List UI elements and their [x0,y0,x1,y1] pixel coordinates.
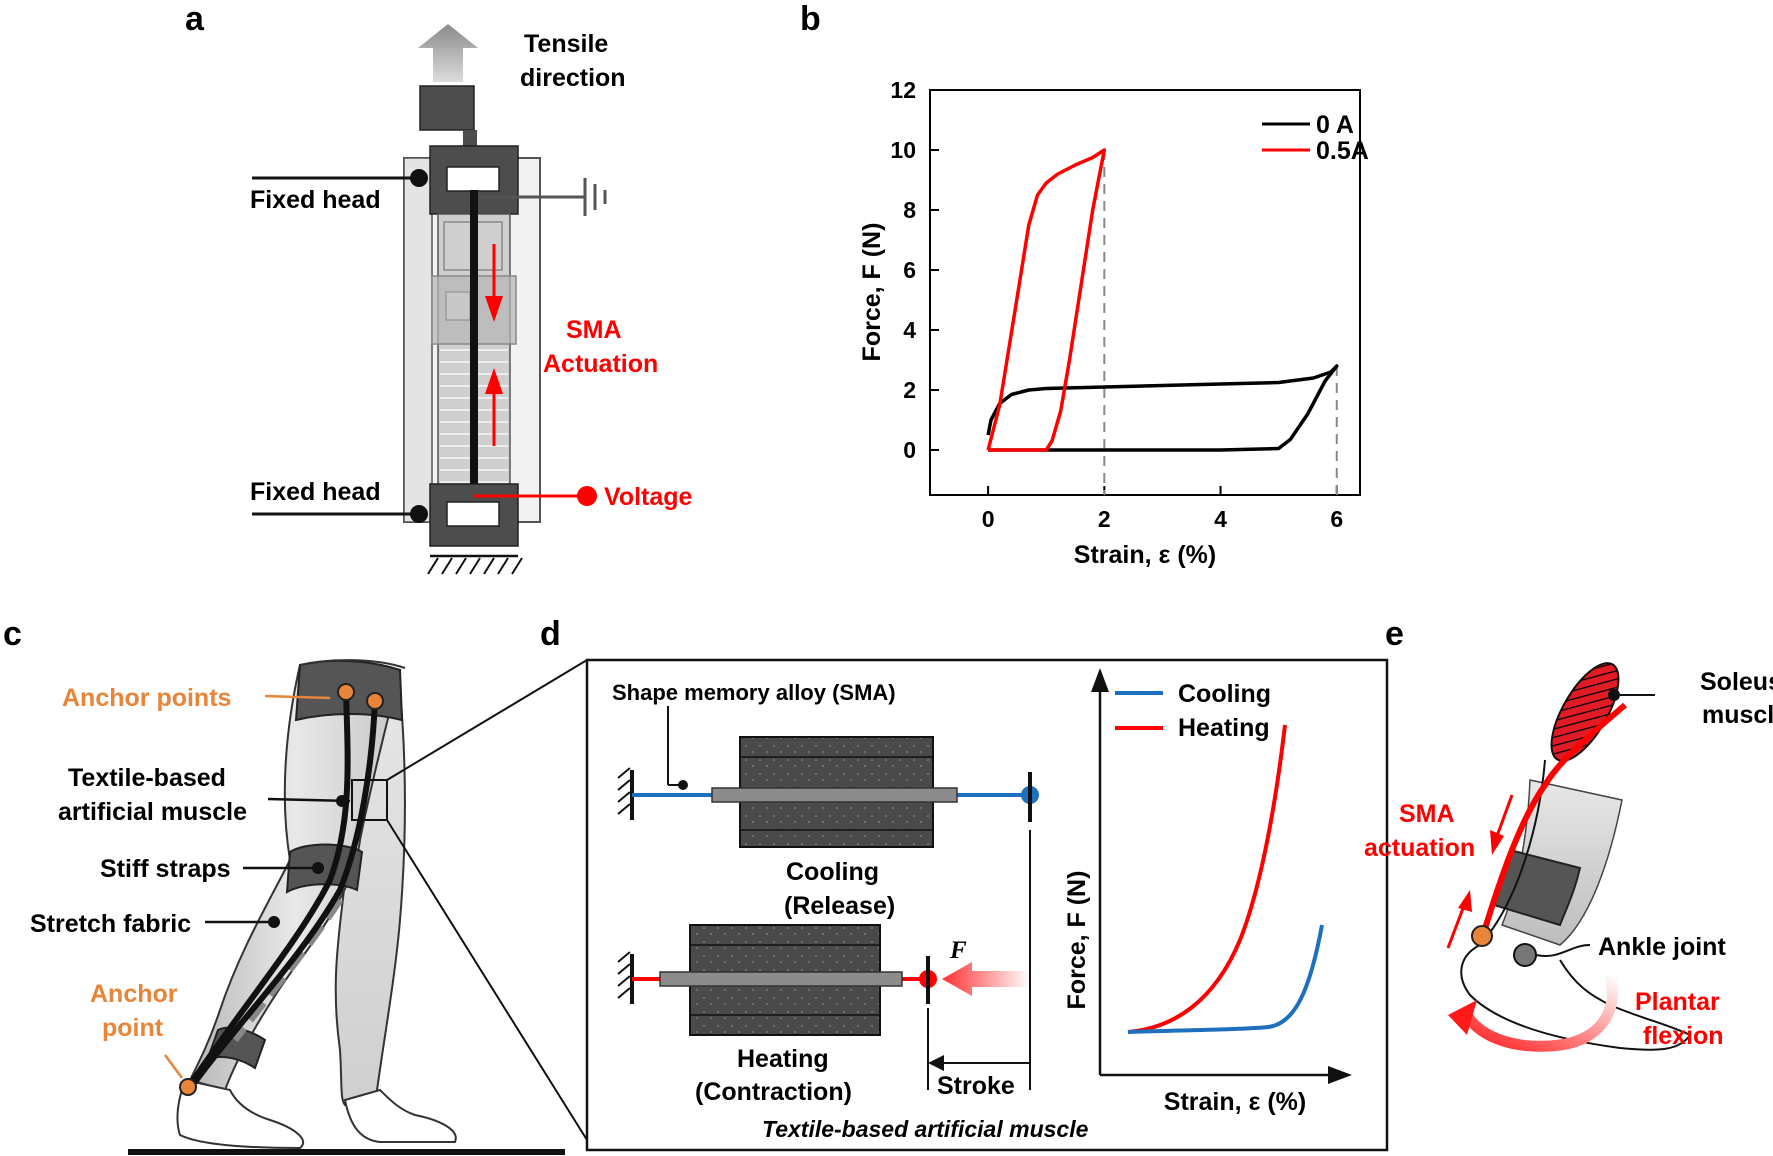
tensile-label-line2: direction [520,64,626,92]
force-symbol: F [949,937,967,964]
series-line-1 [986,148,1107,452]
fixed-head-top-pin-icon [410,169,428,187]
x-tick-label-1: 2 [1098,506,1111,532]
cooling-state-diagram: Shape memory alloy (SMA) Cooling (Releas… [612,680,1039,920]
plantar-flexion-line1: Plantar [1635,988,1720,1016]
panel-d-diagram: Shape memory alloy (SMA) Cooling (Releas… [585,658,1389,1152]
plantar-arrowhead-icon [1448,1000,1477,1035]
chart-legend: 0 A 0.5A [1262,111,1369,165]
x-tick-label-0: 0 [982,506,995,532]
fixed-head-bottom-pin-icon [410,505,428,523]
panel-letter-c: c [3,615,22,653]
legend-heating: Heating [1178,714,1270,742]
fixed-head-top-label: Fixed head [250,186,381,214]
fixed-head-bottom-label: Fixed head [250,478,381,506]
sma-wire-e [1480,702,1627,936]
panel-letter-d: d [540,615,561,653]
textile-muscle-label-line2: artificial muscle [58,798,247,826]
top-clamp-block [419,85,475,131]
y-tick-label-2: 4 [903,317,916,343]
chart-ticks: 0 2 4 6 0 2 4 6 8 10 12 [890,77,1343,532]
panel-e-diagram: Soleus muscle SMA actuation Ankle joint … [1364,662,1773,1052]
stroke-dimension: Stroke [927,830,1031,1100]
soleus-label-line2: muscle [1702,701,1773,729]
anchor-point-e-icon [1471,925,1493,947]
panel-a-diagram: Tensile direction Fixed head Fixed head … [250,24,693,575]
sma-actuation-label-line2: Actuation [543,350,658,378]
panel-c-diagram: Anchor points Textile-based artificial m… [30,659,588,1155]
tensile-label-line1: Tensile [524,30,608,58]
x-tick-label-3: 6 [1330,506,1343,532]
stiff-straps-label: Stiff straps [100,855,231,883]
inset-ylabel: Force, F (N) [1063,871,1091,1010]
textile-muscle-2 [189,699,378,1088]
stroke-label: Stroke [937,1072,1015,1100]
tensile-arrow-icon [418,24,478,82]
panel-letter-a: a [185,0,205,38]
panel-letter-e: e [1385,615,1404,653]
textile-muscle-label-line1: Textile-based [68,764,226,792]
voltage-label: Voltage [604,483,693,511]
anchor-point-label-line2: point [102,1014,164,1042]
heating-label-line1: Heating [737,1045,829,1073]
muscle-zoom-box [351,779,388,821]
ankle-joint-icon [1513,943,1537,967]
x-tick-label-2: 4 [1214,506,1227,532]
chart-ylabel: Force, F (N) [858,223,886,362]
soleus-label-line1: Soleus [1700,668,1773,696]
legend-cooling: Cooling [1178,680,1271,708]
ankle-joint-label: Ankle joint [1598,933,1726,961]
y-tick-label-5: 10 [890,137,916,163]
anchor-point-icon [337,683,355,701]
inset-chart: Cooling Heating Force, F (N) Strain, ε (… [1063,668,1352,1116]
force-arrow-icon [942,962,1030,996]
sma-actuation-label-line1: SMA [566,316,622,344]
series-line-0 [986,364,1339,452]
sma-actuation-arrows [485,244,503,446]
cooling-label-line1: Cooling [786,858,879,886]
inset-xlabel: Strain, ε (%) [1164,1088,1306,1116]
y-tick-label-1: 2 [903,377,916,403]
chart-plot-area [929,89,1361,496]
chart-reference-lines [1103,150,1338,495]
stretch-fabric-label: Stretch fabric [30,910,191,938]
ground-icon [583,178,607,216]
anchor-point-label-line1: Anchor [90,980,178,1008]
panel-d-caption: Textile-based artificial muscle [762,1116,1089,1142]
anchor-points-label: Anchor points [62,684,231,712]
plantar-flexion-line2: flexion [1643,1022,1724,1050]
chart-xlabel: Strain, ε (%) [1074,541,1216,569]
sma-actuation-e-line2: actuation [1364,834,1475,862]
anchor-point-icon [366,692,384,710]
voltage-terminal-icon [577,486,597,506]
anchor-point-icon [179,1078,197,1096]
sma-label: Shape memory alloy (SMA) [612,680,896,705]
y-tick-label-4: 8 [903,197,916,223]
heating-state-diagram: F Heating (Contraction) [617,924,1030,1106]
legend-0a: 0 A [1316,111,1354,139]
heating-curve [1127,724,1287,1034]
y-tick-label-0: 0 [903,437,916,463]
chart-panel-b: 0 2 4 6 0 2 4 6 8 10 12 Force, F (N) Strain, ε (%)… [858,77,1369,569]
sma-actuation-e-line1: SMA [1399,800,1455,828]
textile-muscle-1 [187,691,351,1087]
y-tick-label-3: 6 [903,257,916,283]
sma-actuation-arrows-e [1446,794,1514,949]
y-tick-label-6: 12 [890,77,916,103]
chart-series [986,148,1339,452]
plantar-flexion-arrow [1460,973,1619,1052]
cooling-curve [1127,924,1324,1034]
cooling-label-line2: (Release) [784,892,895,920]
ground-base-hatch [427,557,523,575]
heating-label-line2: (Contraction) [695,1078,852,1106]
legend-05a: 0.5A [1316,137,1369,165]
panel-letter-b: b [800,0,821,38]
